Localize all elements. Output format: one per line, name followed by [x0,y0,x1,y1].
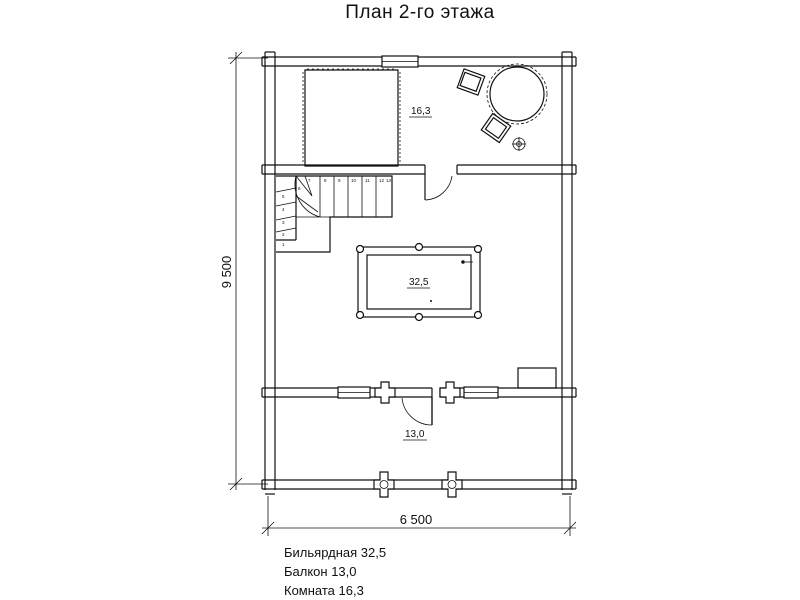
balcony-area-label: 13,0 [405,429,425,440]
stair-step: 10 [351,178,357,183]
room-legend: Бильярдная 32,5 Балкон 13,0 Комната 16,3 [284,543,386,600]
width-dimension-label: 6 500 [400,512,433,527]
post-lower-wall-right [439,381,461,404]
stair-step: 3 [282,220,285,225]
stair-step: 1 [282,242,285,247]
interior-wall-lower [261,387,577,425]
window-top [381,55,419,68]
plant [512,137,526,151]
legend-item: Бильярдная 32,5 [284,545,387,560]
round-table [486,63,548,125]
cabinet [517,367,557,389]
stair-step: 6 [298,186,301,191]
billiard-table [355,242,483,322]
post-lower-wall-left [374,381,396,404]
height-dimension-label: 9 500 [219,256,234,289]
billiard-area-label: 32,5 [409,277,429,288]
stair-step: 7 [308,178,311,183]
room-area-label: 16,3 [411,106,431,117]
staircase: 1 2 3 4 5 6 7 8 9 10 11 12 13 [275,175,393,253]
door-upper [424,174,453,201]
bed [302,68,401,167]
legend-item: Комната 16,3 [284,583,364,598]
legend-item: Балкон 13,0 [284,564,357,579]
stair-step: 9 [338,178,341,183]
stair-step: 12 [379,178,385,183]
window-lower-left [337,386,371,399]
width-dimension: 6 500 [261,496,577,536]
stair-step: 11 [365,178,370,183]
door-lower [401,397,433,426]
stair-step: 5 [282,194,285,199]
stair-step: 2 [282,232,285,237]
stair-step: 4 [282,207,285,212]
post-balcony-right [441,471,463,498]
chair-bottom [480,112,512,144]
height-dimension: 9 500 [219,51,268,491]
page-title: План 2-го этажа [345,2,495,23]
post-balcony-left [373,471,395,498]
stair-step: 13 [386,178,392,183]
outer-walls [261,51,577,495]
chair-left [456,68,486,96]
window-lower-right [463,386,499,399]
stair-step: 8 [324,178,327,183]
